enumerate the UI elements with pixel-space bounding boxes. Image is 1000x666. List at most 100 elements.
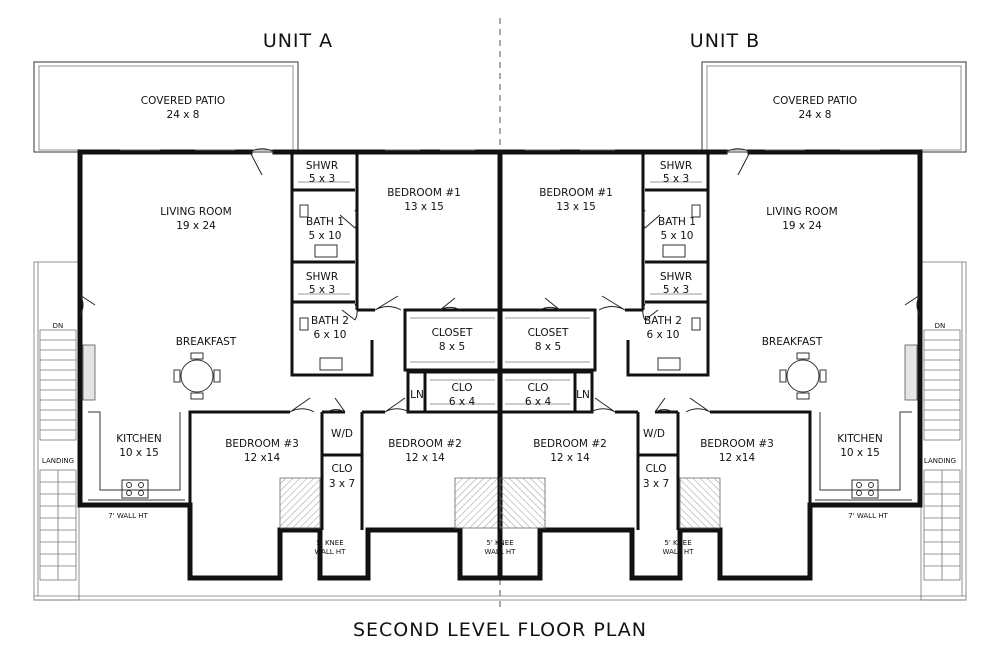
closet-dims: 8 x 5 bbox=[439, 341, 465, 353]
knee-label: 5' KNEE bbox=[316, 539, 343, 547]
living-label: LIVING ROOM bbox=[766, 206, 837, 218]
knee-wall-area bbox=[279, 477, 321, 529]
plan-title: SECOND LEVEL FLOOR PLAN bbox=[353, 619, 647, 641]
patio-label: COVERED PATIO bbox=[141, 95, 225, 107]
shwr1-label: SHWR bbox=[660, 160, 692, 172]
kitchen-dims: 10 x 15 bbox=[840, 447, 880, 459]
breakfast-label: BREAKFAST bbox=[176, 336, 237, 348]
deck-outline bbox=[33, 261, 80, 601]
shwr1-label: SHWR bbox=[306, 160, 338, 172]
shwr1-dims: 5 x 3 bbox=[663, 173, 689, 185]
patio-dims: 24 x 8 bbox=[799, 109, 832, 121]
knee-label: WALL HT bbox=[315, 548, 347, 556]
closet-label: CLOSET bbox=[432, 327, 473, 339]
bed2-label: BEDROOM #2 bbox=[533, 438, 607, 450]
burner bbox=[138, 490, 144, 496]
sink-fixture bbox=[314, 244, 338, 258]
bed2-label: BEDROOM #2 bbox=[388, 438, 462, 450]
closet-dims: 8 x 5 bbox=[535, 341, 561, 353]
bath1-dims: 5 x 10 bbox=[661, 230, 694, 242]
knee-label: 5' KNEE bbox=[664, 539, 691, 547]
bath2-dims: 6 x 10 bbox=[647, 329, 680, 341]
clo-dims: 6 x 4 bbox=[525, 396, 552, 408]
door-swing bbox=[326, 397, 346, 413]
wd-label: W/D bbox=[643, 428, 665, 440]
shwr2-dims: 5 x 3 bbox=[663, 284, 689, 296]
unit-b-title: UNIT B bbox=[690, 30, 760, 52]
kitchen-label: KITCHEN bbox=[116, 433, 162, 445]
bedroom3-wall bbox=[188, 410, 290, 505]
stair-treads bbox=[39, 329, 77, 581]
center-knee-label: WALL HT bbox=[485, 548, 517, 556]
door-swing bbox=[374, 295, 402, 311]
bed1-label: BEDROOM #1 bbox=[539, 187, 613, 199]
ln-label: LN bbox=[576, 389, 590, 401]
toilet-fixture bbox=[299, 204, 309, 218]
center-knee-label: 5' KNEE bbox=[486, 539, 513, 547]
unit-geometry bbox=[33, 61, 503, 601]
bath1-label: BATH 1 bbox=[658, 216, 696, 228]
knee-wall-area bbox=[454, 477, 501, 529]
shwr2-label: SHWR bbox=[306, 271, 338, 283]
clo2-label: CLO bbox=[331, 463, 352, 475]
covered-patio-outline bbox=[33, 61, 299, 153]
landing-label: LANDING bbox=[42, 457, 74, 465]
patio-dims: 24 x 8 bbox=[167, 109, 200, 121]
wall-ht-label: 7' WALL HT bbox=[108, 512, 148, 520]
bed1-dims: 13 x 15 bbox=[404, 201, 444, 213]
dn-label: DN bbox=[935, 322, 946, 330]
bed1-dims: 13 x 15 bbox=[556, 201, 596, 213]
bed2-dims: 12 x 14 bbox=[550, 452, 590, 464]
shwr2-label: SHWR bbox=[660, 271, 692, 283]
unit-b-geometry bbox=[500, 62, 966, 600]
unit-a-title: UNIT A bbox=[263, 30, 333, 52]
covered-patio-rail bbox=[38, 65, 294, 151]
clo-label: CLO bbox=[451, 382, 472, 394]
cooktop bbox=[121, 479, 149, 499]
linen-outline bbox=[406, 370, 427, 414]
kitchen-label: KITCHEN bbox=[837, 433, 883, 445]
door-swing bbox=[384, 397, 410, 413]
closet-label: CLOSET bbox=[528, 327, 569, 339]
bath1-dims: 5 x 10 bbox=[309, 230, 342, 242]
door-swing bbox=[79, 294, 96, 316]
unit-b-plan: UNIT B COVERED PATIO 24 x 8 LIVING ROOM … bbox=[500, 30, 966, 600]
clo2-label: CLO bbox=[645, 463, 666, 475]
closet-outline bbox=[403, 308, 502, 372]
bath1-label: BATH 1 bbox=[306, 216, 344, 228]
bed3-dims: 12 x14 bbox=[244, 452, 281, 464]
clo2-dims: 3 x 7 bbox=[329, 478, 355, 490]
landing-label: LANDING bbox=[924, 457, 956, 465]
clo-dims: 6 x 4 bbox=[449, 396, 476, 408]
clo-label: CLO bbox=[527, 382, 548, 394]
sink-fixture bbox=[319, 357, 343, 371]
door-swing bbox=[339, 209, 358, 229]
toilet-fixture bbox=[299, 317, 309, 331]
clo2-dims: 3 x 7 bbox=[643, 478, 669, 490]
bed1-label: BEDROOM #1 bbox=[387, 187, 461, 199]
bath2-dims: 6 x 10 bbox=[314, 329, 347, 341]
exterior-wall bbox=[77, 149, 503, 581]
living-dims: 19 x 24 bbox=[782, 220, 822, 232]
door-swing bbox=[249, 148, 275, 176]
shwr1-dims: 5 x 3 bbox=[309, 173, 335, 185]
wall-ht-label: 7' WALL HT bbox=[848, 512, 888, 520]
living-dims: 19 x 24 bbox=[176, 220, 216, 232]
door-swing bbox=[439, 297, 461, 311]
burner bbox=[126, 482, 132, 488]
bath2-label: BATH 2 bbox=[311, 315, 349, 327]
bed2-dims: 12 x 14 bbox=[405, 452, 445, 464]
patio-label: COVERED PATIO bbox=[773, 95, 857, 107]
dn-label: DN bbox=[53, 322, 64, 330]
unit-a-plan: UNIT A COVERED PATIO 24 x 8 LIVING ROOM … bbox=[33, 30, 503, 601]
bed3-dims: 12 x14 bbox=[719, 452, 756, 464]
bed3-label: BEDROOM #3 bbox=[700, 438, 774, 450]
bath2-label: BATH 2 bbox=[644, 315, 682, 327]
door-swing bbox=[341, 303, 358, 321]
burner bbox=[126, 490, 132, 496]
door-swing bbox=[289, 397, 315, 413]
shwr2-dims: 5 x 3 bbox=[309, 284, 335, 296]
bed3-label: BEDROOM #3 bbox=[225, 438, 299, 450]
counter-gray bbox=[82, 344, 96, 401]
